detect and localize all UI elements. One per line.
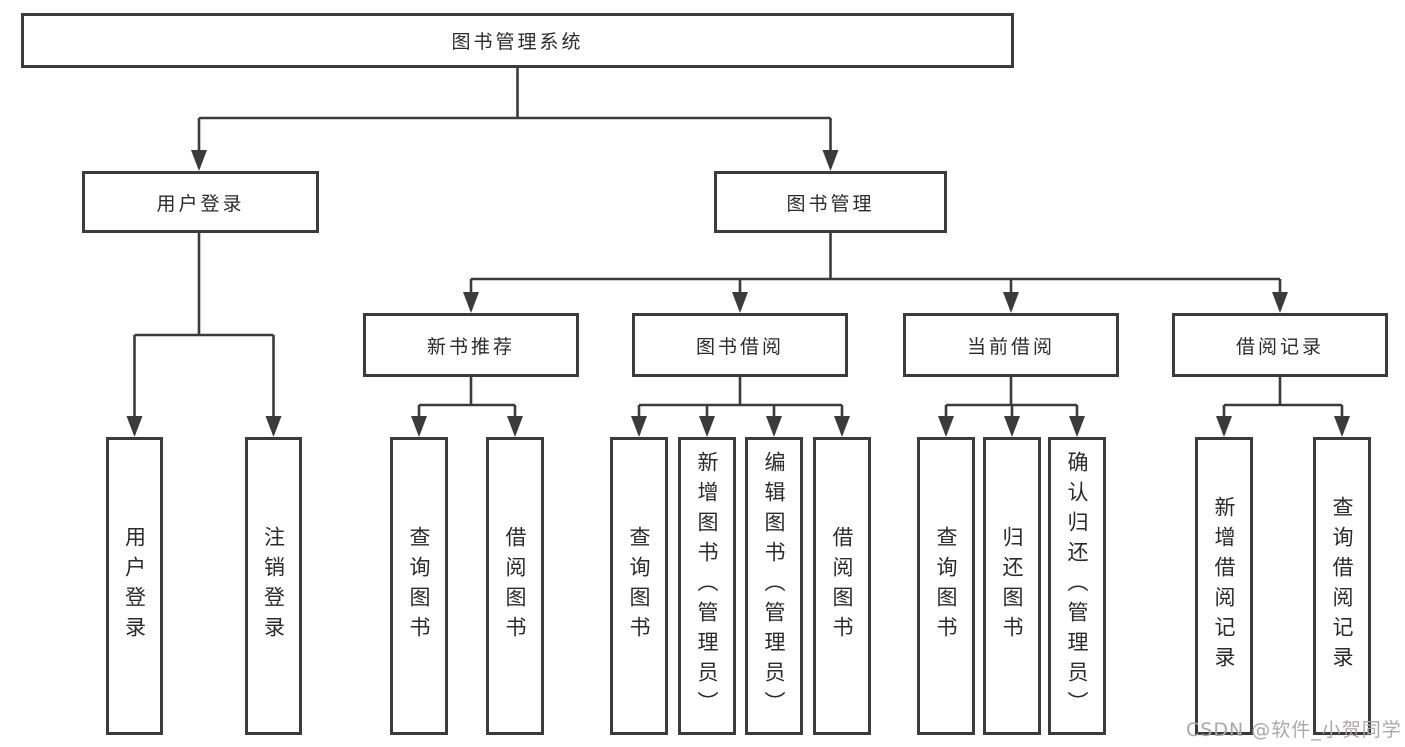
connector-borrowing-records-branch [1222, 377, 1344, 434]
connector-root-branch [197, 68, 832, 168]
leaf-nbr-query-books: 查询图书 [390, 437, 448, 735]
node-new-book-recommend: 新书推荐 [363, 313, 579, 377]
node-book-management: 图书管理 [714, 171, 947, 233]
leaf-bb-query-books: 查询图书 [610, 437, 668, 735]
leaf-bb-borrow-books: 借阅图书 [813, 437, 871, 735]
node-book-borrowing: 图书借阅 [632, 313, 848, 377]
connector-new-book-recommend-branch [417, 377, 517, 434]
connector-book-borrowing-branch [637, 377, 844, 434]
leaf-cb-return-books: 归还图书 [983, 437, 1041, 735]
leaf-br-add-borrow-record: 新增借阅记录 [1195, 437, 1253, 735]
connector-user-login-branch [133, 233, 275, 434]
leaf-cb-query-books: 查询图书 [917, 437, 975, 735]
node-library-system-root: 图书管理系统 [21, 13, 1014, 68]
arrowheads [126, 150, 1350, 437]
leaf-user-login: 用户登录 [106, 437, 163, 735]
leaf-nbr-borrow-books: 借阅图书 [486, 437, 544, 735]
leaf-bb-add-books-admin: 新增图书（管理员） [678, 437, 736, 735]
leaf-br-query-borrow-record: 查询借阅记录 [1313, 437, 1371, 735]
node-user-login: 用户登录 [82, 171, 319, 233]
leaf-bb-edit-books-admin: 编辑图书（管理员） [745, 437, 803, 735]
connector-book-management-branch [469, 233, 1282, 310]
leaf-logout-login: 注销登录 [245, 437, 302, 735]
leaf-cb-confirm-return-admin: 确认归还（管理员） [1048, 437, 1106, 735]
csdn-watermark: CSDN @软件_小贺同学 [1186, 719, 1402, 741]
node-borrowing-records: 借阅记录 [1172, 313, 1388, 377]
node-current-borrowing: 当前借阅 [903, 313, 1119, 377]
